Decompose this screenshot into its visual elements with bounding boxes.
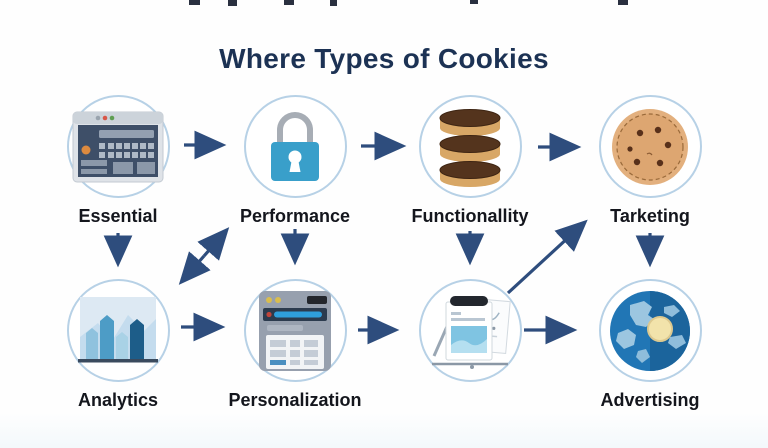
- node-label-analytics: Analytics: [77, 390, 159, 410]
- essential-circle: [66, 95, 170, 198]
- analytics-circle: [66, 279, 170, 382]
- personalization-circle: [243, 279, 347, 382]
- node-label-personalization: Personalization: [228, 390, 362, 410]
- node-functionality: Functionallity: [388, 95, 552, 227]
- page-title: Where Types of Cookies: [219, 42, 549, 74]
- node-essential: Essential: [36, 95, 200, 227]
- settings-panel-icon: [259, 290, 331, 371]
- arrow-analytics-performance-down: [178, 251, 211, 285]
- documents-easel-icon: [432, 295, 511, 369]
- documents-circle: [418, 279, 522, 382]
- functionality-circle: [418, 95, 522, 198]
- node-tarketing: Tarketing: [568, 95, 732, 227]
- node-label-performance: Performance: [239, 206, 351, 226]
- top-edge-artifact: [189, 0, 200, 5]
- node-performance: Performance: [213, 95, 377, 227]
- padlock-icon: [271, 111, 319, 181]
- performance-circle: [243, 95, 347, 198]
- node-personalization: Personalization: [213, 279, 377, 411]
- top-edge-artifact: [228, 0, 237, 6]
- node-label-functionality: Functionallity: [411, 206, 529, 226]
- bar-chart-icon: [78, 296, 158, 362]
- top-edge-artifact: [330, 0, 337, 6]
- browser-window-icon: [72, 111, 164, 182]
- node-label-tarketing: Tarketing: [610, 206, 690, 226]
- arrow-analytics-performance-up: [197, 227, 230, 261]
- node-advertising: Advertising: [568, 279, 732, 411]
- advertising-circle: [598, 279, 702, 382]
- top-edge-artifact: [470, 0, 478, 4]
- tarketing-circle: [598, 95, 702, 198]
- node-analytics: Analytics: [36, 279, 200, 411]
- chocolate-chip-cookie-icon: [612, 108, 688, 185]
- top-edge-artifact: [618, 0, 628, 5]
- node-label-essential: Essential: [78, 206, 158, 226]
- cookie-stack-icon: [439, 108, 501, 187]
- globe-icon: [610, 290, 690, 371]
- node-label-advertising: Advertising: [600, 390, 700, 410]
- node-documents: [388, 279, 552, 390]
- top-edge-artifact: [284, 0, 294, 5]
